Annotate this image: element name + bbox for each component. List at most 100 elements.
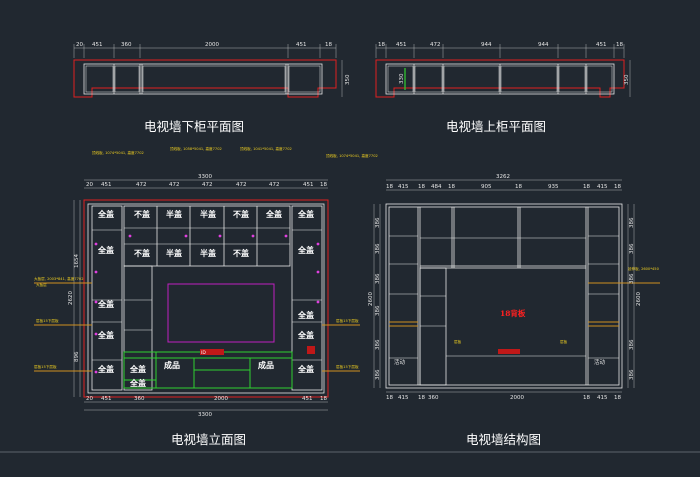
dim-text: 451 (296, 42, 307, 48)
plan-outline-red (375, 59, 625, 98)
dim-text: 18 (325, 42, 332, 48)
annotation-note: 层板 (454, 339, 462, 344)
activity-label: 活动 (594, 358, 606, 366)
dim-text: 451 (396, 42, 407, 48)
dim-text: 386 (629, 217, 635, 228)
door-label: 全盖 (97, 245, 114, 255)
dim-text: 415 (398, 395, 409, 401)
door-label: 全盖 (129, 364, 146, 374)
door-label: 全盖 (297, 364, 314, 374)
label-tag (498, 349, 520, 354)
dim-text: 386 (629, 243, 635, 254)
dim-text: 451 (303, 182, 314, 188)
dim-text: 386 (629, 339, 635, 350)
back-panel-label: 18背板 (500, 308, 526, 318)
dim-text: 360 (121, 42, 132, 48)
dim-text: 18 (614, 184, 621, 190)
annotation-note: 延伸板, 2600*450 (628, 266, 660, 271)
dim-text: 386 (375, 305, 381, 316)
dim-text: 944 (481, 42, 492, 48)
annotation-note: 顶线板, 1058*5041, 高度7702 (170, 146, 222, 151)
dim-text: 386 (375, 273, 381, 284)
dim-text: 350 (345, 74, 351, 85)
label-tag-text: ID (201, 350, 206, 356)
door-label: 不盖 (134, 209, 150, 219)
dim-text: 472 (430, 42, 441, 48)
dim-text: 2600 (636, 292, 642, 306)
door-label: 全盖 (265, 209, 282, 219)
door-label: 全盖 (129, 378, 146, 388)
door-label: 成品 (258, 360, 274, 370)
dim-text: 944 (538, 42, 549, 48)
door-label: 半盖 (166, 248, 182, 258)
structure-title: 电视墙结构图 (466, 432, 541, 447)
door-label: 全盖 (97, 209, 114, 219)
dim-text: 2000 (205, 42, 219, 48)
dim-text: 18 (515, 184, 522, 190)
dim-text: 18 (448, 184, 455, 190)
lower-cabinet-plan: 20 451 360 2000 451 18 350 电视墙下柜平面图 (73, 42, 351, 134)
dim-text: 386 (375, 217, 381, 228)
tv-wall-elevation: 全盖 不盖 半盖 半盖 不盖 全盖 全盖 不盖 半盖 半盖 不盖 全盖 全盖 全… (34, 146, 378, 447)
activity-label: 活动 (394, 358, 406, 366)
elevation-outer-red (83, 199, 329, 398)
dim-text: 20 (86, 396, 93, 402)
dim-text: 484 (431, 184, 442, 190)
dim-text: 415 (597, 184, 608, 190)
annotation-note: 层板15下层板 (36, 318, 59, 323)
annotation-note: 层板 (560, 339, 568, 344)
door-label: 不盖 (233, 209, 249, 219)
dim-text: 386 (629, 273, 635, 284)
door-label: 全盖 (297, 245, 314, 255)
dim-text: 18 (614, 395, 621, 401)
dim-text: 18 (583, 184, 590, 190)
dim-text: 2000 (214, 396, 228, 402)
door-label: 半盖 (166, 209, 182, 219)
door-label: 全盖 (97, 299, 114, 309)
annotation-note: 层板15下层板 (34, 364, 57, 369)
lower-plan-title: 电视墙下柜平面图 (144, 119, 244, 134)
dim-text: 2000 (510, 395, 524, 401)
annotation-note: 顶线板, 1041*5041, 高度7702 (240, 146, 292, 151)
dim-text: 896 (74, 351, 80, 362)
door-label: 全盖 (297, 209, 314, 219)
annotation-note: 大板层 (36, 282, 47, 287)
dim-text: 1654 (74, 254, 80, 268)
door-label: 全盖 (297, 310, 314, 320)
dim-text: 472 (269, 182, 280, 188)
dim-text: 386 (375, 369, 381, 380)
dim-text: 451 (302, 396, 313, 402)
dim-text: 472 (202, 182, 213, 188)
dim-text: 472 (169, 182, 180, 188)
annotation-note: 层板15下层板 (336, 364, 359, 369)
door-label: 半盖 (200, 209, 216, 219)
dim-text: 18 (418, 395, 425, 401)
dim-text: 451 (101, 396, 112, 402)
door-label: 成品 (164, 360, 180, 370)
dim-text: 451 (92, 42, 103, 48)
dim-text: 2620 (68, 291, 74, 305)
structure-outline (385, 203, 623, 389)
dim-text: 3300 (198, 412, 212, 418)
dim-text: 18 (320, 182, 327, 188)
dim-text: 18 (378, 42, 385, 48)
annotation-note: 顶线板, 1074*5041, 高度7702 (326, 153, 378, 158)
label-tag (200, 349, 224, 355)
door-label: 全盖 (97, 330, 114, 340)
dim-text: 18 (320, 396, 327, 402)
tv-panel (167, 283, 275, 343)
door-label: 不盖 (233, 248, 249, 258)
upper-cabinet-plan: 330 18 451 472 944 944 451 18 350 电视墙上柜平… (375, 42, 631, 134)
door-label: 不盖 (134, 248, 150, 258)
dim-text: 18 (386, 395, 393, 401)
annotation-note: 顶线板, 1074*5041, 高度7702 (92, 150, 144, 155)
dim-text: 386 (629, 369, 635, 380)
plan-cabinet-body (83, 63, 323, 95)
dim-text: 18 (386, 184, 393, 190)
plan-outline-red (73, 59, 337, 98)
dim-text: 360 (134, 396, 145, 402)
door-label: 全盖 (297, 330, 314, 340)
dim-text: 935 (548, 184, 559, 190)
